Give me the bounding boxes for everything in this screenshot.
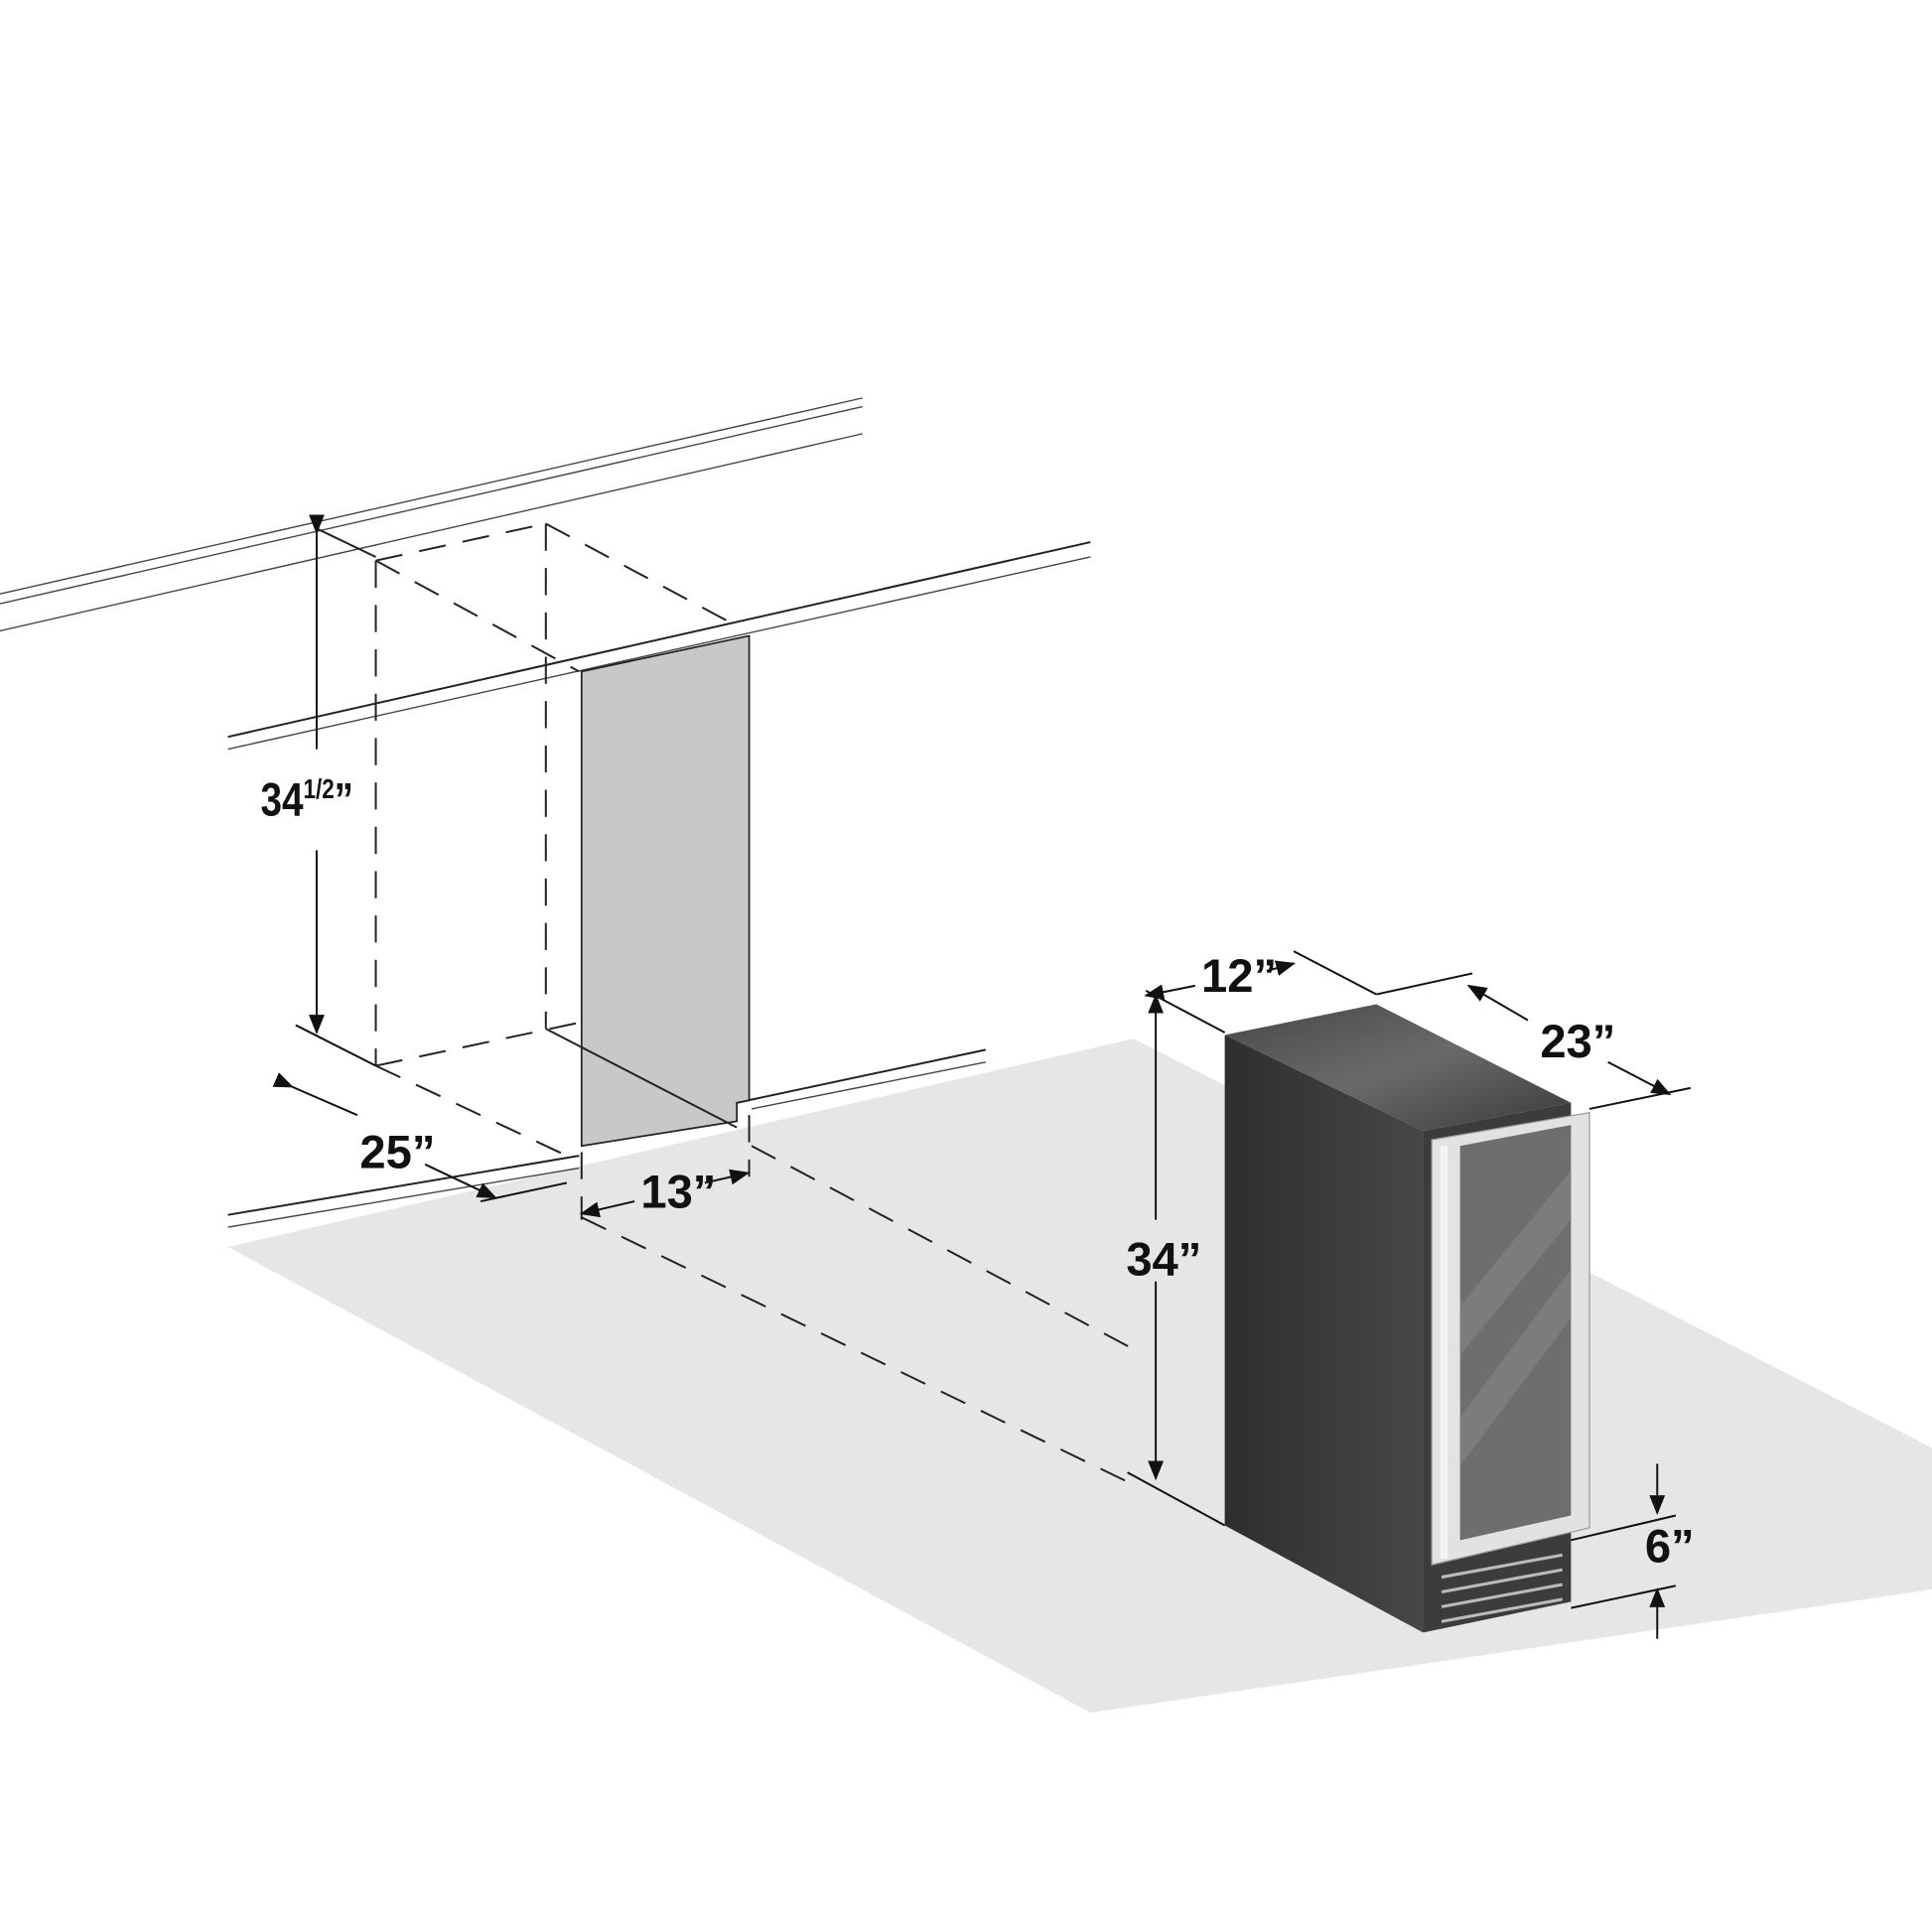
cooler-side [1224,1035,1424,1633]
unit-depth-label: 23” [1540,1015,1615,1067]
opening-height-unit: ” [335,774,353,826]
unit-height-dimension: 34” [1126,993,1226,1527]
opening-height-dimension: 341/2” [261,514,376,1067]
opening-width-label: 13” [640,1165,716,1217]
opening-width-dimension: 13” [579,1165,751,1217]
opening-height-label: 34 [261,774,304,826]
middle-counter-edge [227,541,1091,751]
glass-reflection [1459,1269,1572,1466]
kick-height-label: 6” [1645,1520,1695,1573]
opening-depth-label: 25” [359,1126,435,1178]
vent-grille [1441,1553,1563,1623]
side-panel [580,634,751,1148]
opening-height-fraction: 1/2 [304,774,335,805]
kick-height-dimension: 6” [1571,1463,1695,1639]
glass-reflection [1459,1171,1572,1356]
lower-counter-edge [227,1048,987,1228]
cooler-top [1224,1004,1572,1132]
opening-depth-dimension: 25” [272,1072,568,1203]
unit-width-label: 12” [1201,949,1277,1002]
unit-depth-dimension: 23” [1376,972,1691,1110]
upper-counter-edge [0,397,863,632]
wine-cooler [1224,1004,1590,1633]
svg-text:341/2”: 341/2” [261,774,353,826]
floor-shadow [227,1038,1932,1714]
unit-width-dimension: 12” [1144,949,1377,1034]
unit-height-label: 34” [1126,1233,1201,1286]
